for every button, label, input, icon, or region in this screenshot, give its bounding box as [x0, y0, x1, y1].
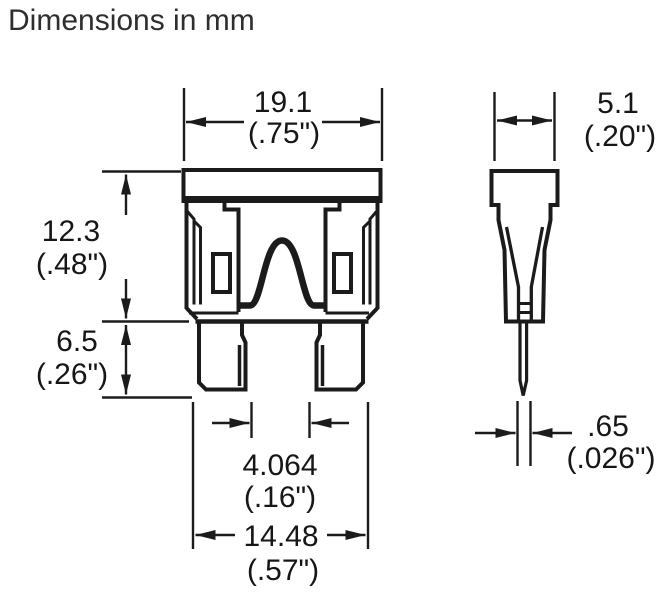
dim-value-mm: .65 [587, 410, 629, 443]
dim-body-height: 12.3 (.48") [36, 170, 189, 323]
dim-blade-span: 14.48 (.57") [191, 402, 370, 587]
dim-value-inch: (.75") [248, 117, 320, 150]
dim-blade-thickness: .65 (.026") [475, 401, 656, 475]
dim-value-mm: 14.48 [243, 520, 318, 553]
right-window [332, 252, 353, 294]
left-window [211, 252, 232, 294]
inner-frame-right [323, 202, 342, 312]
dim-value-inch: (.20") [584, 120, 656, 153]
inner-frame-left [222, 202, 241, 312]
right-clip-rail-inner [362, 219, 372, 305]
blade-strip-left-line [504, 226, 521, 321]
side-view [489, 169, 560, 396]
left-blade [197, 321, 248, 392]
dim-value-inch: (.48") [36, 248, 108, 281]
fuse-element [238, 237, 326, 309]
dim-fuse-width: 19.1 (.75") [182, 86, 384, 161]
dim-value-inch: (.16") [244, 481, 316, 514]
right-blade [314, 321, 365, 392]
dim-value-mm: 4.064 [242, 449, 317, 482]
dim-value-inch: (.57") [247, 554, 319, 587]
dim-value-mm: 6.5 [56, 325, 98, 358]
blade-strip-right-line [529, 226, 545, 321]
front-view [181, 168, 383, 392]
left-clip-rail-inner [192, 219, 202, 305]
dim-value-mm: 12.3 [42, 215, 100, 248]
dim-fuse-thickness: 5.1 (.20") [493, 87, 656, 161]
dim-value-mm: 5.1 [597, 87, 639, 120]
dim-blade-length: 6.5 (.26") [36, 325, 192, 399]
dim-value-inch: (.026") [566, 442, 655, 475]
dim-value-mm: 19.1 [254, 86, 312, 119]
dim-blade-gap: 4.064 (.16") [212, 402, 349, 514]
right-clip-rail-outer [368, 210, 378, 305]
dim-value-inch: (.26") [36, 358, 108, 391]
body-right-chamfer [365, 306, 379, 321]
blade-tip-side [518, 321, 529, 396]
left-clip-rail-outer [186, 210, 196, 305]
fuse-housing-side [489, 169, 560, 324]
drawing-title: Dimensions in mm [8, 4, 255, 37]
